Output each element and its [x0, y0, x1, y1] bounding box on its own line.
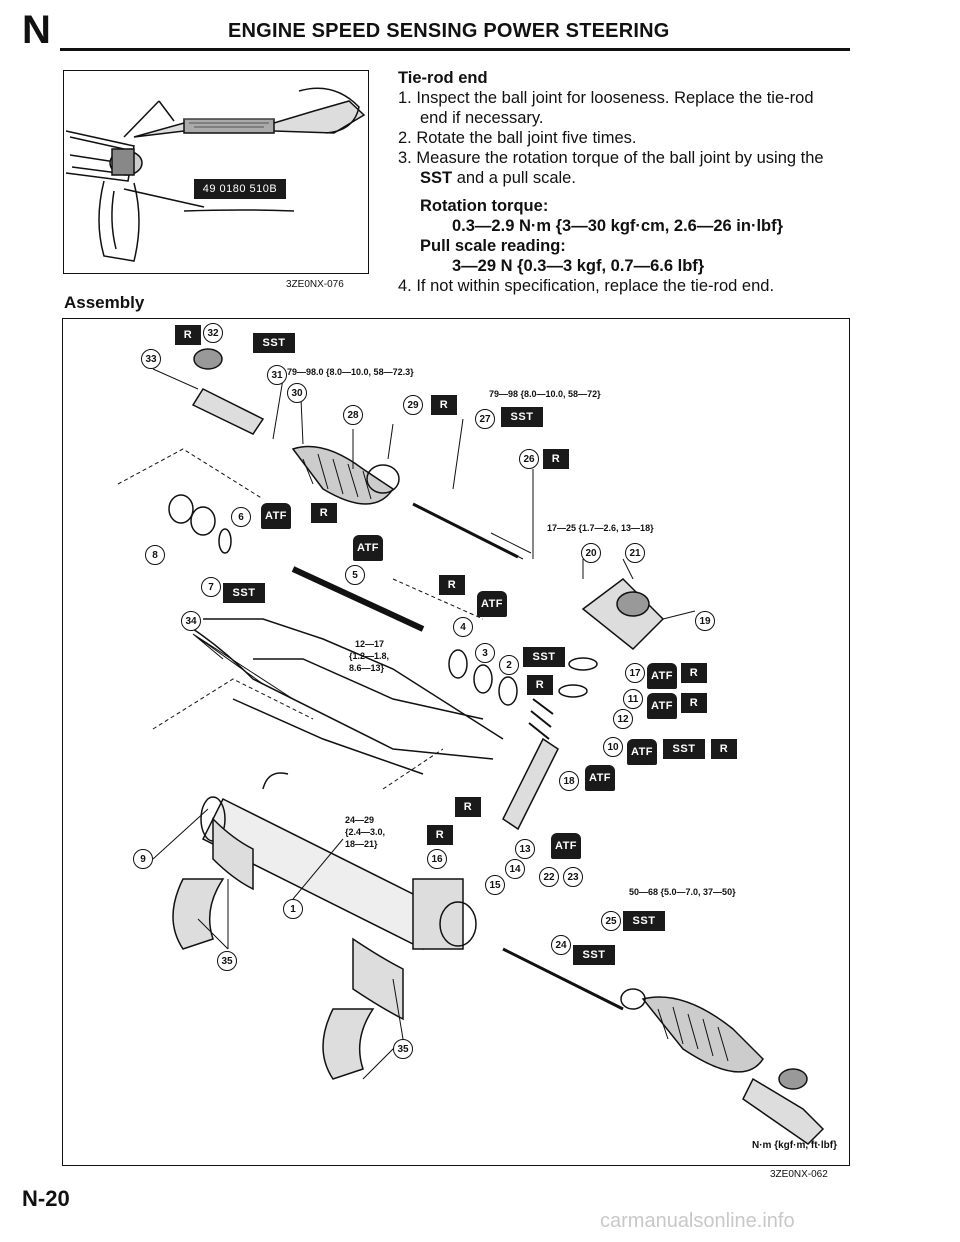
callout-25: 25 — [601, 911, 621, 931]
unit-note: N·m {kgf·m, ft·lbf} — [752, 1140, 837, 1151]
callout-20: 20 — [581, 543, 601, 563]
atf-badge: ATF — [585, 765, 615, 791]
figure-code: 3ZE0NX-076 — [286, 279, 344, 290]
assembly-heading: Assembly — [64, 293, 145, 312]
callout-23: 23 — [563, 867, 583, 887]
step-3-cont: SST and a pull scale. — [420, 168, 576, 188]
section-letter: N — [22, 8, 51, 52]
callout-8: 8 — [145, 545, 165, 565]
callout-18: 18 — [559, 771, 579, 791]
assembly-diagram: 79—98.0 {8.0—10.0, 58—72.3} 79—98 {8.0—1… — [62, 318, 850, 1166]
atf-badge: ATF — [261, 503, 291, 529]
assembly-figure-code: 3ZE0NX-062 — [770, 1169, 828, 1180]
steering-gear-exploded-illustration — [117, 348, 825, 1145]
callout-31: 31 — [267, 365, 287, 385]
atf-badge: ATF — [647, 663, 677, 689]
callout-9: 9 — [133, 849, 153, 869]
pull-scale-label: Pull scale reading: — [420, 237, 566, 255]
callout-12: 12 — [613, 709, 633, 729]
sst-badge: SST — [573, 945, 615, 965]
callout-16: 16 — [427, 849, 447, 869]
header-rule — [60, 48, 850, 51]
callout-13: 13 — [515, 839, 535, 859]
torque-label-1: 79—98.0 {8.0—10.0, 58—72.3} — [287, 367, 414, 377]
sst-badge: SST — [223, 583, 265, 603]
torque-label-4b: {1.2—1.8, — [349, 651, 390, 661]
callout-26: 26 — [519, 449, 539, 469]
torque-label-2: 79—98 {8.0—10.0, 58—72} — [489, 389, 601, 399]
callout-30: 30 — [287, 383, 307, 403]
sst-badge: SST — [523, 647, 565, 667]
callout-17: 17 — [625, 663, 645, 683]
step-1: 1. Inspect the ball joint for looseness.… — [398, 89, 814, 107]
watermark: carmanualsonline.info — [600, 1210, 795, 1232]
callout-33: 33 — [141, 349, 161, 369]
callout-7: 7 — [201, 577, 221, 597]
sst-badge: SST — [253, 333, 295, 353]
torque-label-5b: {2.4—3.0, — [345, 827, 386, 837]
atf-badge: ATF — [353, 535, 383, 561]
atf-badge: ATF — [647, 693, 677, 719]
replace-badge: R — [439, 575, 465, 595]
page-title: ENGINE SPEED SENSING POWER STEERING — [228, 20, 670, 42]
callout-1: 1 — [283, 899, 303, 919]
torque-label-6: 50—68 {5.0—7.0, 37—50} — [629, 887, 736, 897]
torque-label-5c: 18—21} — [345, 839, 378, 849]
callout-29: 29 — [403, 395, 423, 415]
callout-15: 15 — [485, 875, 505, 895]
callout-5: 5 — [345, 565, 365, 585]
step-1-cont: end if necessary. — [420, 109, 544, 127]
callout-27: 27 — [475, 409, 495, 429]
step-3: 3. Measure the rotation torque of the ba… — [398, 149, 824, 167]
torque-label-4a: 12—17 — [355, 639, 385, 649]
callout-34: 34 — [181, 611, 201, 631]
replace-badge: R — [543, 449, 569, 469]
torque-label-5a: 24—29 — [345, 815, 375, 825]
sst-badge: SST — [623, 911, 665, 931]
atf-badge: ATF — [477, 591, 507, 617]
replace-badge: R — [427, 825, 453, 845]
tie-rod-pull-scale-illustration — [65, 87, 366, 262]
replace-badge: R — [455, 797, 481, 817]
callout-2: 2 — [499, 655, 519, 675]
callout-35: 35 — [217, 951, 237, 971]
callout-35: 35 — [393, 1039, 413, 1059]
tie-rod-heading: Tie-rod end — [398, 69, 488, 87]
replace-badge: R — [175, 325, 201, 345]
callout-6: 6 — [231, 507, 251, 527]
callout-22: 22 — [539, 867, 559, 887]
callout-21: 21 — [625, 543, 645, 563]
page-number: N-20 — [22, 1186, 70, 1211]
rotation-torque-label: Rotation torque: — [420, 197, 549, 215]
atf-badge: ATF — [627, 739, 657, 765]
callout-11: 11 — [623, 689, 643, 709]
replace-badge: R — [711, 739, 737, 759]
step-3-tail: and a pull scale. — [456, 169, 576, 187]
rotation-torque-value: 0.3—2.9 N·m {3—30 kgf·cm, 2.6—26 in·lbf} — [452, 217, 784, 235]
sst-term: SST — [420, 169, 453, 187]
replace-badge: R — [681, 663, 707, 683]
sst-badge: SST — [663, 739, 705, 759]
callout-4: 4 — [453, 617, 473, 637]
replace-badge: R — [311, 503, 337, 523]
callout-19: 19 — [695, 611, 715, 631]
callout-24: 24 — [551, 935, 571, 955]
callout-14: 14 — [505, 859, 525, 879]
torque-label-3: 17—25 {1.7—2.6, 13—18} — [547, 523, 654, 533]
callout-28: 28 — [343, 405, 363, 425]
replace-badge: R — [527, 675, 553, 695]
torque-label-4c: 8.6—13} — [349, 663, 385, 673]
step-2: 2. Rotate the ball joint five times. — [398, 129, 637, 147]
replace-badge: R — [431, 395, 457, 415]
replace-badge: R — [681, 693, 707, 713]
callout-32: 32 — [203, 323, 223, 343]
callout-3: 3 — [475, 643, 495, 663]
step-4: 4. If not within specification, replace … — [398, 277, 775, 295]
inspection-figure: 49 0180 510B — [63, 70, 369, 274]
atf-badge: ATF — [551, 833, 581, 859]
sst-badge: SST — [501, 407, 543, 427]
sst-tool-badge: 49 0180 510B — [194, 179, 286, 199]
callout-10: 10 — [603, 737, 623, 757]
pull-scale-value: 3—29 N {0.3—3 kgf, 0.7—6.6 lbf} — [452, 257, 705, 275]
